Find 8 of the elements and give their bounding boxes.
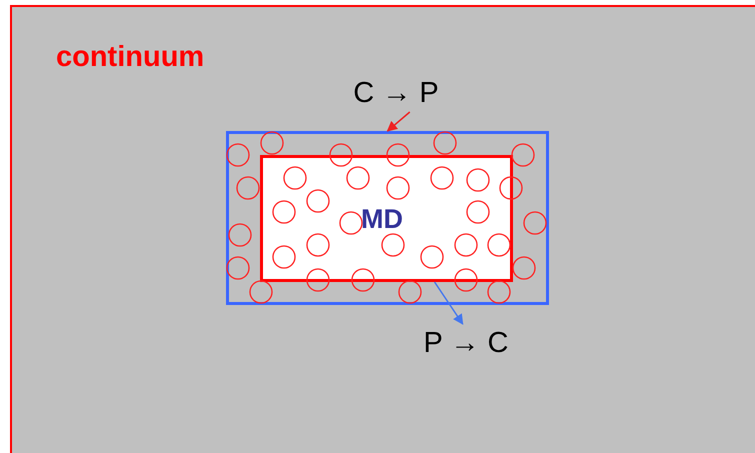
region-label: MD (361, 204, 403, 235)
md-region (260, 155, 513, 282)
arrow (434, 282, 464, 325)
coupling-label: P → C (411, 324, 521, 362)
continuum-region (10, 5, 755, 453)
region-label: continuum (56, 41, 204, 74)
coupling-label: C → P (343, 74, 449, 112)
arrow (386, 111, 410, 132)
